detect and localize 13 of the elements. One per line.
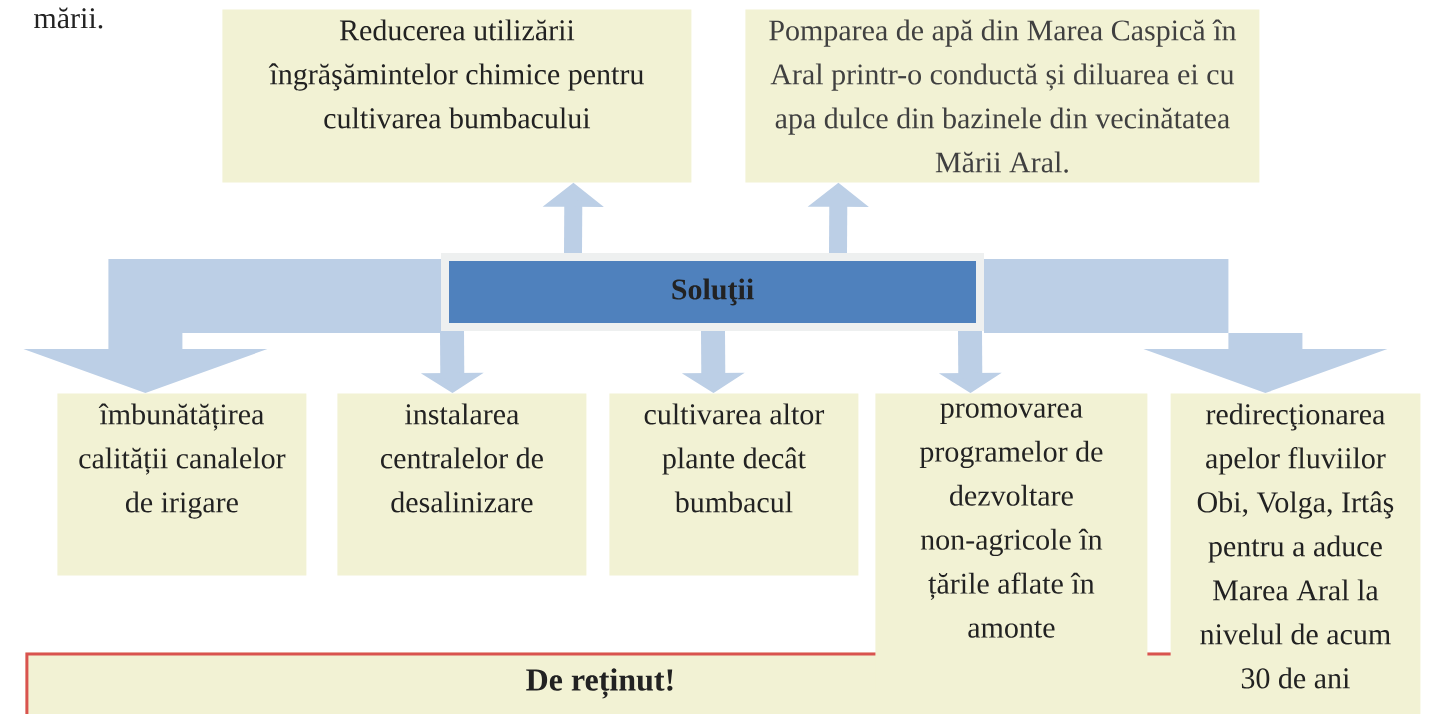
node-label: promovarea programelor de dezvoltare non-agricole în țările aflate în amonte <box>919 403 1103 638</box>
node-label: De reținut! <box>526 668 673 699</box>
body-text: mării. <box>34 7 103 29</box>
text-box: instalarea centralelor de desalinizare <box>337 393 587 576</box>
text-box: Reducerea utilizării îngrăşămintelor chimice pentru cultivarea bumbacului <box>222 9 692 183</box>
text-box: redirecţionarea apelor fluviilor Obi, Volga, Irtâş pentru a aduce Marea Aral la nivelul de acum 30 de ani <box>1170 393 1421 714</box>
text-box: îmbunătățirea calității canalelor de irigare <box>57 393 307 576</box>
block-arrow <box>23 259 441 393</box>
text-box: Pomparea de apă din Marea Caspică în Aral printr-o conductă și diluarea ei cu apa dulce din bazinele din vecinătatea Mării Aral. <box>745 9 1260 183</box>
title-box: Soluţii <box>441 253 984 331</box>
text-box: cultivarea altor plante decât bumbacul <box>609 393 859 576</box>
text-box: promovarea programelor de dezvoltare non-agricole în țările aflate în amonte <box>875 393 1148 691</box>
block-arrow <box>984 259 1388 393</box>
